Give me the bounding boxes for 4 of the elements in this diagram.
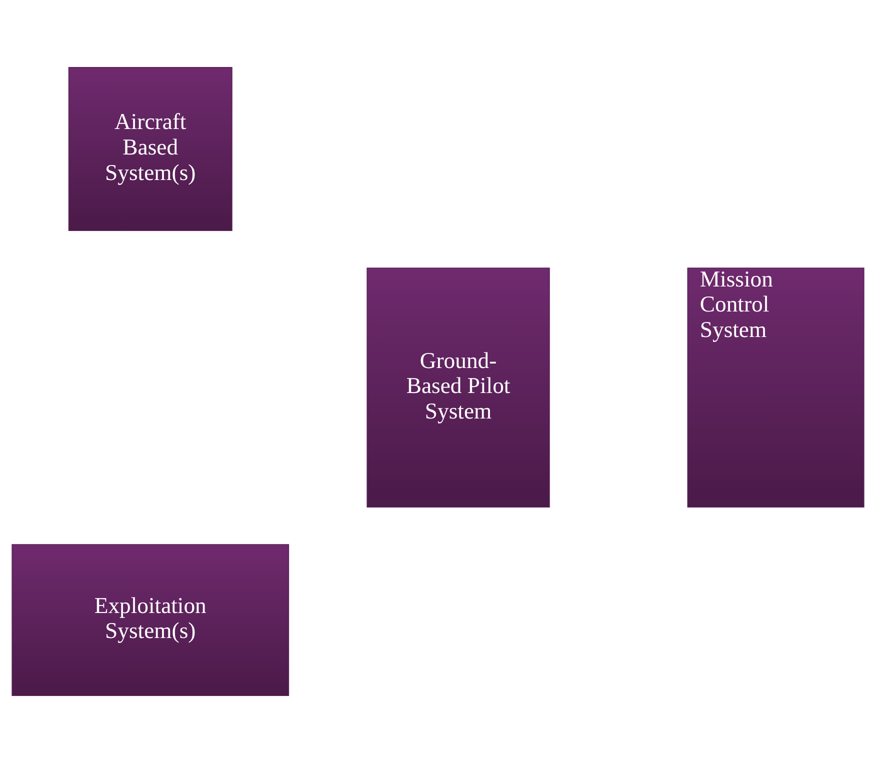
node-box: Mission Control System	[687, 268, 864, 508]
node-box: Exploitation System(s)	[12, 544, 290, 696]
node-box: Aircraft Based System(s)	[68, 67, 232, 232]
node-box: Ground-Based Pilot System	[366, 268, 550, 508]
